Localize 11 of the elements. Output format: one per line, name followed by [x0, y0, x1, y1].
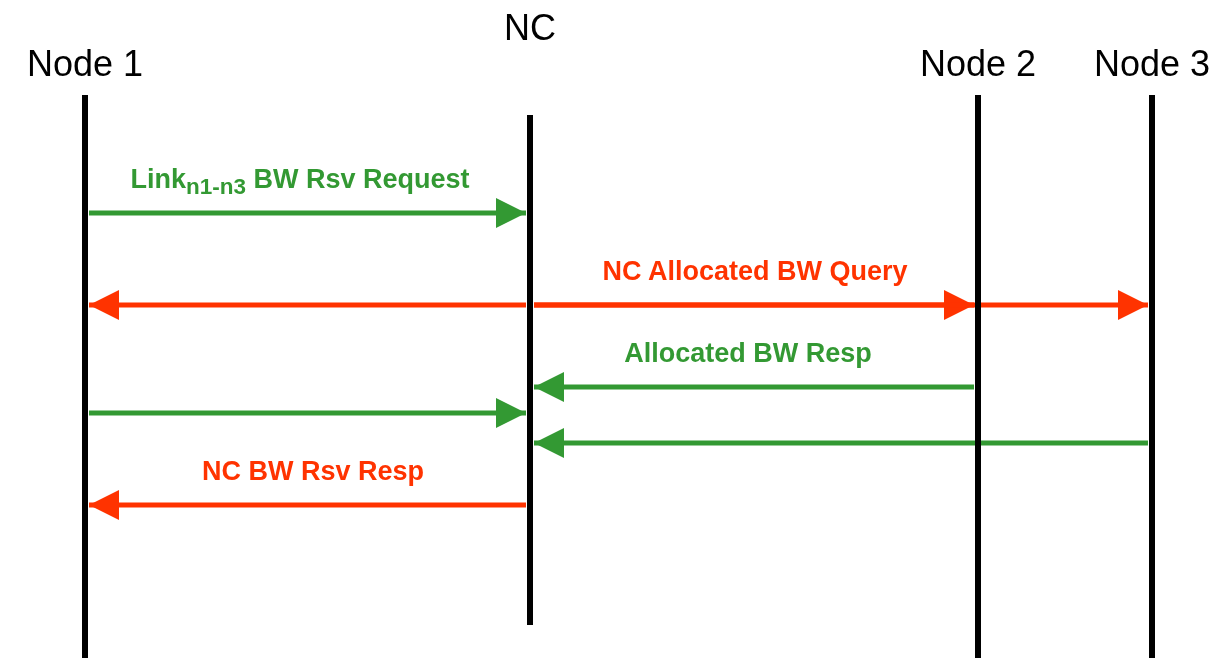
message-arrow [89, 490, 526, 520]
participant-label: Node 2 [918, 44, 1038, 84]
participant-label: Node 3 [1092, 44, 1212, 84]
message-arrow [534, 290, 1148, 320]
message-arrow [89, 198, 526, 228]
message-arrow [534, 372, 974, 402]
message-arrow [89, 290, 526, 320]
message-arrow [534, 428, 1148, 458]
message-arrow [89, 398, 526, 428]
participant-label: NC [503, 8, 557, 48]
participant-label: Node 1 [25, 44, 145, 84]
